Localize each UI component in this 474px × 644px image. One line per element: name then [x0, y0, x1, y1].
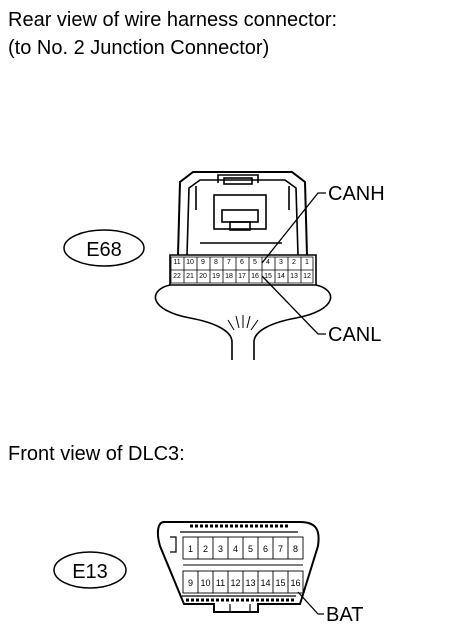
rear-view-subcaption: (to No. 2 Junction Connector)	[8, 37, 270, 59]
e68-pin: 20	[199, 273, 207, 280]
e13-pin: 12	[230, 578, 240, 588]
e68-pin: 9	[201, 259, 205, 266]
e68-pin: 12	[303, 273, 311, 280]
canh-label: CANH	[328, 183, 385, 205]
e13-pin: 8	[293, 544, 298, 554]
e13-pin: 7	[278, 544, 283, 554]
e68-connector	[154, 171, 332, 360]
e13-pin: 4	[233, 544, 238, 554]
e68-label: E68	[86, 239, 122, 261]
e68-pin: 19	[212, 273, 220, 280]
e68-pin: 8	[214, 259, 218, 266]
e68-pin: 5	[253, 259, 257, 266]
e68-label-badge: E68	[63, 229, 145, 267]
e13-pin: 15	[275, 578, 285, 588]
rear-view-caption: Rear view of wire harness connector:	[8, 9, 338, 31]
e68-pin: 18	[225, 273, 233, 280]
bat-callout-line	[297, 591, 324, 615]
bat-label: BAT	[326, 604, 363, 626]
e68-pin: 1	[305, 259, 309, 266]
e68-pin: 16	[251, 273, 259, 280]
e68-pin: 22	[173, 273, 181, 280]
canl-label: CANL	[328, 324, 381, 346]
e13-pin: 6	[263, 544, 268, 554]
e13-pin-grid: 1 2 3 4 5 6 7 8 9 10 11 12 13 14 15 16	[182, 536, 304, 594]
e68-pin: 10	[186, 259, 194, 266]
e68-pin: 3	[279, 259, 283, 266]
e68-pin: 6	[240, 259, 244, 266]
e13-label-badge: E13	[53, 551, 127, 589]
e68-callout-lines	[261, 192, 326, 335]
e68-pin: 13	[290, 273, 298, 280]
e68-pin: 15	[264, 273, 272, 280]
e68-pin: 11	[173, 259, 180, 266]
e13-pin: 13	[245, 578, 255, 588]
e68-pin: 14	[277, 273, 285, 280]
e13-pin: 10	[200, 578, 210, 588]
e68-pin-grid: 11 10 9 8 7 6 5 4 3 2 1 22 21 20 19 18 1…	[170, 256, 314, 284]
e13-pin: 9	[188, 578, 193, 588]
e13-label: E13	[72, 561, 108, 583]
e68-pin: 17	[238, 273, 246, 280]
e13-pin: 3	[218, 544, 223, 554]
e13-dlc3-connector	[156, 521, 320, 613]
e13-pin: 16	[290, 578, 300, 588]
e13-pin: 11	[216, 578, 225, 588]
e13-pin: 2	[203, 544, 208, 554]
e68-pin: 21	[186, 273, 194, 280]
front-view-caption: Front view of DLC3:	[8, 443, 185, 465]
e13-pin: 5	[248, 544, 253, 554]
e13-pin: 14	[260, 578, 270, 588]
e13-pin: 1	[188, 544, 193, 554]
e68-pin: 7	[227, 259, 231, 266]
e68-pin: 4	[266, 259, 270, 266]
e68-pin: 2	[292, 259, 296, 266]
